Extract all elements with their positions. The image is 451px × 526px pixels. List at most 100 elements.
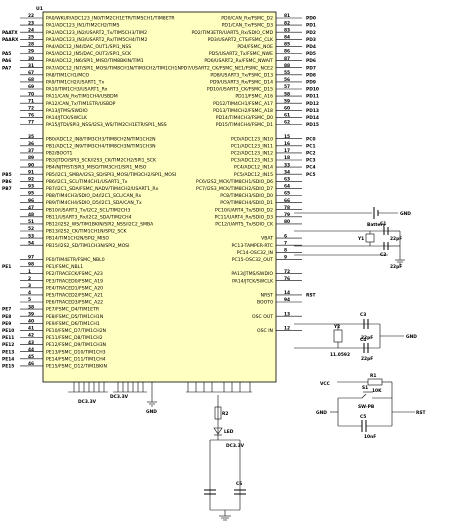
left-pin-number: 52 — [28, 226, 34, 232]
left-net-label: PA5 — [2, 51, 11, 57]
c4-label: C4 — [360, 337, 366, 343]
left-pin-name: PE6/TRACED3/FSMC_A22 — [46, 300, 103, 306]
right-net-label: PC1 — [306, 143, 316, 149]
dc33-label-left: DC3.3V — [78, 399, 97, 405]
right-pin-number: 9 — [284, 255, 287, 261]
s1-label: S1 — [362, 385, 368, 391]
left-pin-number: 90 — [28, 162, 34, 168]
right-pin-name: PD5/USART2_Tx/FSMC_NWE — [209, 51, 273, 57]
left-pin-number: 54 — [28, 240, 34, 246]
right-pin-name: PC10/UART4_Tx/SDIO_D2 — [215, 207, 273, 213]
right-pin-name: PC5/ADC12_IN15 — [234, 172, 273, 178]
left-pin-name: PA4/ADC12_IN4/DAC_OUT1/SPI1_NSS — [46, 44, 131, 50]
right-net-label: PC5 — [306, 172, 316, 178]
right-pin-name: OSC OUT — [252, 314, 273, 320]
r1-value: 10K — [372, 388, 382, 394]
left-pin-name: PB13/I2S2_CK/TIM1CH1N/SPI2_SCK — [46, 229, 127, 235]
left-pin-name: PB2/BOOT1 — [46, 151, 73, 157]
left-pin-name: PB7/I2C1_SDA/FSMC_NADV/TIM4CH2/USART1_Rx — [46, 186, 159, 192]
left-pin-name: PE11/FSMC_D8/TIM1CH2 — [46, 335, 103, 341]
right-net-label: PD6 — [306, 58, 316, 64]
left-pin-number: 35 — [28, 134, 34, 140]
left-pin-number: 96 — [28, 198, 34, 204]
right-pin-number: 14 — [284, 290, 290, 296]
right-net-label: PC2 — [306, 151, 316, 157]
left-pin-number: 41 — [28, 326, 34, 332]
right-net-label: PC4 — [306, 165, 316, 171]
left-pin-name: PA15/JTDI/SPI3_NSS/I2S3_WS/TIM2CH1ETR/SP… — [46, 122, 167, 128]
left-pin-number: 68 — [28, 77, 34, 83]
right-pin-number: 13 — [284, 311, 290, 317]
right-pin-name: PA13/JTMS/SWDIO — [231, 271, 273, 277]
left-pin-name: PE2/TRACECK/FSMC_A23 — [46, 271, 103, 277]
left-pin-number: 37 — [28, 148, 34, 154]
right-pin-number: 94 — [284, 297, 290, 303]
right-pin-number: 12 — [284, 326, 290, 332]
left-pin-name: PE4/TRACED1/FSMC_A20 — [46, 285, 103, 291]
dc33-power-label: DC3.3V — [226, 443, 245, 449]
left-net-label: PB5 — [2, 172, 12, 178]
right-pin-number: 17 — [284, 148, 290, 154]
right-net-label: PD7 — [306, 65, 316, 71]
y2-symbol — [333, 329, 343, 343]
right-pin-name: PD14/TIM4CH3/FSMC_D0 — [216, 115, 273, 121]
right-pin-name: PC9/TIM8CH4/SDIO_D1 — [220, 200, 273, 206]
c5-label: C5 — [360, 414, 366, 420]
left-net-label: PB6 — [2, 179, 12, 185]
left-pin-name: PA3/ADC123_IN3/USART2_Rx/TIM5CH4/TIM2 — [46, 37, 147, 43]
chip-ref: U1 — [36, 6, 43, 12]
left-net-label: PE9 — [2, 321, 11, 327]
left-pin-number: 69 — [28, 84, 34, 90]
right-pin-number: 84 — [284, 35, 290, 41]
right-pin-name: PC8/TIM8CH3/SDIO_D0 — [220, 193, 273, 199]
left-pin-name: PE14/FSMC_D11/TIM1CH4 — [46, 356, 106, 362]
left-pin-number: 5 — [28, 297, 31, 303]
left-pin-number: 93 — [28, 184, 34, 190]
right-pin-name: PD9/USART3_Rx/FSMC_D14 — [210, 80, 273, 86]
left-pin-name: PA14/JTCK/SWCLK — [46, 115, 88, 121]
hse-crystal-section — [294, 319, 404, 353]
y2-label: Y2 — [333, 324, 340, 330]
right-pin-name: PD4/FSMC_NOE — [237, 44, 273, 50]
left-pin-name: PE12/FSMC_D9/TIM1CH3N — [46, 342, 106, 348]
left-net-label: PE1 — [2, 264, 11, 270]
left-pin-number: 98 — [28, 262, 34, 268]
right-pin-name: PC0/ADC123_IN10 — [231, 136, 273, 142]
left-pin-number: 48 — [28, 212, 34, 218]
right-pin-name: BOOT0 — [257, 300, 273, 306]
left-pin-number: 95 — [28, 191, 34, 197]
left-pin-name: PE7/FSMC_D4/TIM1ETR — [46, 307, 100, 313]
y1-label: Y1 — [357, 236, 364, 242]
left-pin-number: 97 — [28, 255, 34, 261]
vcc-label: VCC — [320, 381, 330, 387]
y2-value: 11.0592 — [330, 352, 350, 358]
right-net-label: PC0 — [306, 136, 316, 142]
left-pin-number: 45 — [28, 354, 34, 360]
c2-value: 22pF — [390, 264, 402, 270]
right-pin-name: PC12/UART5_Tx/SDIO_CK — [215, 222, 274, 228]
left-pin-name: PE15/FSMC_D12/TIM1BKIN — [46, 364, 107, 370]
c3-value: 22pF — [361, 335, 373, 341]
led-resistor-label: R2 — [222, 411, 228, 417]
right-pin-name: OSC IN — [257, 328, 273, 334]
dc33-label-mid: DC3.3V — [110, 394, 129, 400]
right-pin-number: 56 — [284, 77, 290, 83]
left-pin-number: 29 — [28, 49, 34, 55]
right-pin-number: 82 — [284, 20, 290, 26]
left-pin-number: 43 — [28, 340, 34, 346]
left-pin-name: PB14/TIM1CH2N/SPI2_MISO — [46, 236, 109, 242]
left-pin-number: 28 — [28, 42, 34, 48]
right-pin-number: 76 — [284, 276, 290, 282]
left-pin-name: PE1/FSMC_NBL1 — [46, 264, 83, 270]
left-pin-name: PA5/ADC12_IN5/DAC_OUT2/SPI1_SCK — [46, 51, 132, 57]
right-pin-number: 18 — [284, 155, 290, 161]
right-pin-number: 55 — [284, 70, 290, 76]
left-pin-number: 77 — [28, 120, 34, 126]
power-led-section — [204, 395, 246, 521]
c5-value: 10nF — [364, 434, 376, 440]
left-pin-name: PA10/TIM1CH3/USART1_Rx — [46, 87, 108, 93]
left-net-label: PB7 — [2, 186, 12, 192]
right-net-label: PD2 — [306, 30, 316, 36]
right-pin-name: PD12/TIM4CH1/FSMC_A17 — [213, 101, 273, 107]
